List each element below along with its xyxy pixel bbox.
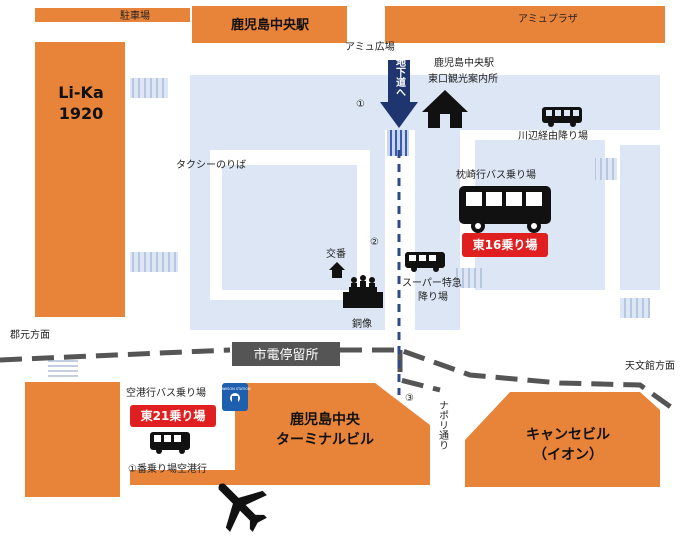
building-canancebiru: キャンセビル （イオン）	[465, 392, 660, 487]
statue-icon	[343, 275, 383, 308]
svg-text:（イオン）: （イオン）	[533, 447, 603, 463]
label-airport-stop-1: ①番乗り場空港行	[128, 462, 207, 475]
building-left-small	[25, 382, 120, 497]
svg-text:鹿児島中央: 鹿児島中央	[289, 411, 361, 428]
svg-text:東16乗り場: 東16乗り場	[473, 237, 538, 252]
bus-icon	[542, 107, 582, 127]
label-amu-hiroba: アミュ広場	[345, 40, 395, 53]
svg-text:キャンセビル: キャンセビル	[526, 427, 610, 443]
svg-text:東21乗り場: 東21乗り場	[141, 408, 206, 423]
step-3: ③	[405, 393, 414, 404]
label-underground-passage: 地下道へ	[394, 56, 406, 97]
label-limited-express-1: スーパー特急	[402, 276, 462, 289]
svg-text:Li-Ka: Li-Ka	[58, 83, 104, 102]
svg-text:アミュプラザ: アミュプラザ	[518, 13, 578, 25]
east16-badge: 東16乗り場	[462, 233, 548, 257]
east21-badge: 東21乗り場	[130, 405, 216, 427]
svg-text:1920: 1920	[59, 104, 104, 123]
label-kawabe-stop: 川辺経由降り場	[518, 129, 588, 142]
svg-text:市電停留所: 市電停留所	[253, 347, 318, 363]
lawson-icon: LAWSON STATION	[219, 383, 251, 411]
label-gunmoto-direction: 郡元方面	[10, 328, 50, 341]
label-limited-express-2: 降り場	[418, 290, 448, 303]
step-2: ②	[370, 237, 379, 248]
building-parking: 駐車場	[35, 8, 190, 22]
tram-stop-sign: 市電停留所	[232, 342, 340, 366]
label-naporidori: ナポリ通り	[437, 400, 449, 450]
label-tourist-info-2: 東口観光案内所	[428, 72, 498, 85]
label-police-box: 交番	[326, 247, 346, 260]
label-makurazaki-stop: 枕崎行バス乗り場	[456, 168, 536, 181]
building-amu-plaza: アミュプラザ	[385, 6, 665, 43]
bus-icon	[405, 252, 445, 272]
building-terminal: 鹿児島中央 ターミナルビル	[130, 383, 430, 485]
svg-text:LAWSON STATION: LAWSON STATION	[219, 387, 251, 391]
label-bronze-statue: 銅像	[352, 317, 372, 330]
label-tenmonkan-direction: 天文館方面	[625, 359, 675, 372]
svg-text:ターミナルビル: ターミナルビル	[276, 432, 374, 448]
label-airport-bus-stop: 空港行バス乗り場	[126, 386, 206, 399]
bus-icon	[459, 186, 551, 233]
down-arrow-icon	[380, 60, 418, 128]
airplane-icon	[218, 483, 267, 532]
svg-text:駐車場: 駐車場	[120, 9, 150, 22]
building-lika-1920: Li-Ka 1920	[35, 42, 125, 317]
svg-text:鹿児島中央駅: 鹿児島中央駅	[231, 17, 310, 33]
building-kagoshima-chuo-station: 鹿児島中央駅	[192, 6, 347, 43]
label-taxi-stand: タクシーのりば	[176, 159, 246, 171]
step-1: ①	[356, 99, 365, 110]
label-tourist-info-1: 鹿児島中央駅	[434, 56, 494, 69]
house-icon	[422, 90, 468, 128]
plaza-areas	[48, 75, 660, 380]
police-box-icon	[329, 262, 345, 278]
bus-icon	[150, 432, 190, 454]
